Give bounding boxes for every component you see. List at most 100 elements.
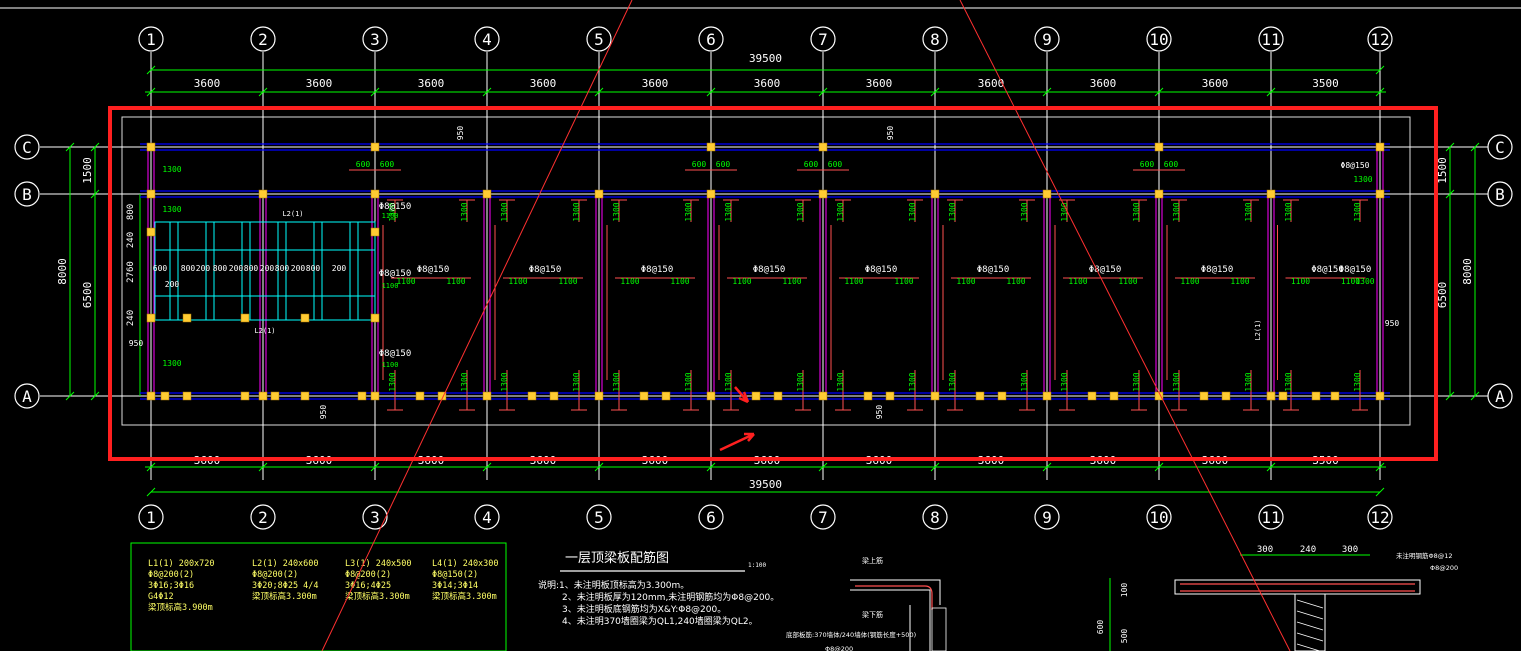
- rebar-label: Φ8@150: [417, 265, 450, 275]
- axis-bubble-4: [474, 504, 500, 530]
- rebar-span: 1100: [1006, 277, 1025, 286]
- rebar-hook: [835, 199, 851, 222]
- rebar-hook: [1352, 199, 1368, 222]
- detail-beam: [1294, 593, 1326, 651]
- axis-bubble-2: [250, 26, 276, 52]
- axis-bubble-6: [698, 504, 724, 530]
- legend-line: 3Φ16;4Φ25: [345, 581, 391, 591]
- rebar-span: 1100: [446, 277, 465, 286]
- axis-bubble-1: [138, 26, 164, 52]
- axis-label-12: 12: [1370, 30, 1389, 49]
- rebar-span: 1100: [956, 277, 975, 286]
- column: [706, 391, 716, 401]
- axis-label-4: 4: [482, 30, 492, 49]
- detail-dim: 240: [1300, 545, 1316, 555]
- rebar-hook: [1019, 370, 1035, 411]
- rebar-edge: 1300: [572, 202, 581, 221]
- rebar-edge: 1300: [572, 372, 581, 391]
- rebar-label: Φ8@150: [1201, 265, 1234, 275]
- rebar-edge: 1300: [1244, 202, 1253, 221]
- column: [885, 391, 895, 401]
- rebar-top: 600: [828, 160, 843, 169]
- rebar-label: Φ8@150: [1311, 265, 1344, 275]
- axis-label-7: 7: [818, 30, 828, 49]
- axis-bubble-10: [1146, 26, 1172, 52]
- stair-dim: 800: [244, 264, 259, 273]
- dim-tick: [90, 189, 100, 199]
- dim-vtext: 800: [126, 204, 136, 220]
- stair-dim: 200: [229, 264, 244, 273]
- note-line: 3、未注明板底钢筋均为X&Y:Φ8@200。: [562, 603, 726, 615]
- column: [270, 391, 280, 401]
- slab-rebar-layer: [349, 169, 1368, 411]
- rebar-edge: 1300: [684, 202, 693, 221]
- dim-text: 3600: [306, 77, 333, 90]
- axis-bubble-7: [810, 504, 836, 530]
- dim-tick: [818, 87, 828, 97]
- dim-tick: [930, 87, 940, 97]
- rebar-label: Φ8@150: [529, 265, 562, 275]
- legend-line: Φ8@200(2): [345, 570, 391, 580]
- note-line: 说明:1、未注明板顶标高为3.300m。: [538, 579, 689, 591]
- dim-text: 3600: [642, 77, 669, 90]
- axis-bubble-8: [922, 504, 948, 530]
- detail-label: Φ8@200: [825, 645, 853, 651]
- column: [370, 313, 380, 323]
- rebar-hook: [571, 370, 587, 411]
- stair-dim: 200: [291, 264, 306, 273]
- rebar-hook: [723, 199, 739, 222]
- column: [182, 391, 192, 401]
- rebar-label: Φ8@150: [379, 202, 412, 212]
- legend-line: Φ8@150(2): [432, 570, 478, 580]
- rebar-hook: [1283, 370, 1299, 411]
- stair-tag: L2(1): [282, 210, 303, 218]
- column: [1311, 391, 1321, 401]
- rebar-span: 1100: [558, 277, 577, 286]
- axis-bubble-B: [14, 181, 40, 207]
- bottom-panel: L1(1) 200x720Φ8@200(2)3Φ16;3Φ16G4Φ12梁顶标高…: [148, 545, 1458, 651]
- rebar-hook: [1019, 199, 1035, 222]
- column: [182, 313, 192, 323]
- rebar-top: 600: [716, 160, 731, 169]
- column: [706, 189, 716, 199]
- rebar-edge: 1300: [388, 202, 397, 221]
- rebar-edge: 1300: [612, 372, 621, 391]
- rebar-span: 1100: [508, 277, 527, 286]
- rebar-edge: 1300: [1132, 202, 1141, 221]
- stair-dim: 200: [165, 280, 180, 289]
- column: [146, 313, 156, 323]
- axis-bubble-8: [922, 26, 948, 52]
- legend-line: L1(1) 200x720: [148, 559, 215, 569]
- rebar-hook: [947, 199, 963, 222]
- axis-bubble-2: [250, 504, 276, 530]
- column: [1221, 391, 1231, 401]
- column: [1154, 189, 1164, 199]
- detail-hatch: [1296, 621, 1324, 631]
- column: [1375, 391, 1385, 401]
- legend-line: 梁顶标高3.300m: [252, 591, 317, 602]
- detail-hatch: [1296, 599, 1324, 609]
- column: [661, 391, 671, 401]
- highlight-box: [108, 106, 1438, 461]
- column: [415, 391, 425, 401]
- dim-vtext: 1500: [1436, 157, 1449, 184]
- column: [146, 189, 156, 199]
- column: [146, 391, 156, 401]
- legend-line: Φ8@200(2): [148, 570, 194, 580]
- rebar-950: 950: [129, 339, 144, 348]
- detail-dim: 600: [1096, 620, 1105, 635]
- rebar-hook: [571, 199, 587, 222]
- dim-tick: [1375, 487, 1385, 497]
- column: [1266, 189, 1276, 199]
- rebar-top: 600: [1164, 160, 1179, 169]
- detail-wall: [931, 607, 947, 651]
- axis-label-6: 6: [706, 508, 716, 527]
- axis-bubble-5: [586, 504, 612, 530]
- rebar-hook: [907, 199, 923, 222]
- axis-label-10: 10: [1149, 30, 1168, 49]
- column: [160, 391, 170, 401]
- rebar-edge: 1300: [460, 372, 469, 391]
- dim-vtext: 2760: [126, 261, 136, 283]
